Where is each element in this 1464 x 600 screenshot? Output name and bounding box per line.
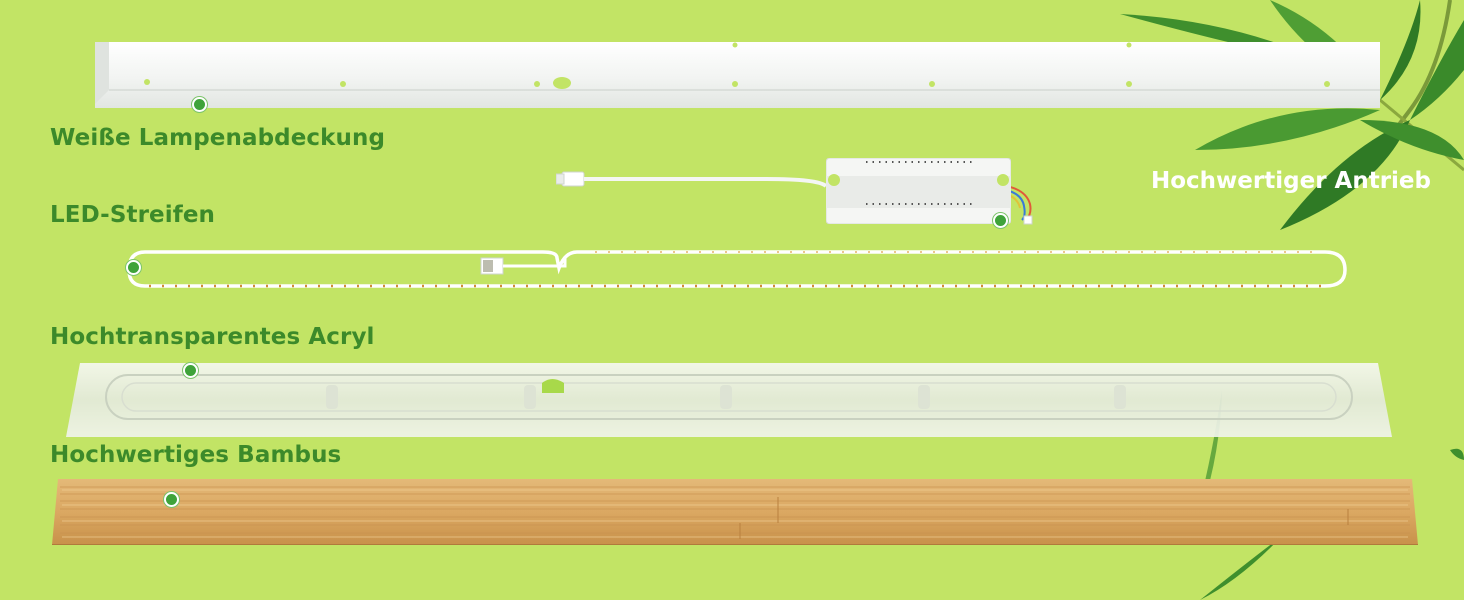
clear-acrylic-image [66, 363, 1392, 437]
bamboo-board-image [52, 479, 1418, 545]
driver-marker [993, 213, 1008, 228]
label-clear-acrylic: Hochtransparentes Acryl [50, 324, 375, 350]
label-led-strip: LED-Streifen [50, 202, 215, 228]
label-white-lamp-cover: Weiße Lampenabdeckung [50, 125, 386, 151]
bamboo-marker [164, 492, 179, 507]
white-lamp-cover-image [95, 42, 1380, 108]
cover-marker [192, 97, 207, 112]
led-strip-image [127, 250, 1347, 288]
acrylic-marker [183, 363, 198, 378]
driver-cable-image [556, 171, 1033, 225]
led-strip-marker [126, 260, 141, 275]
driver-box-image [826, 158, 1011, 224]
label-high-quality-driver: Hochwertiger Antrieb [1151, 168, 1431, 194]
label-bamboo: Hochwertiges Bambus [50, 442, 342, 468]
